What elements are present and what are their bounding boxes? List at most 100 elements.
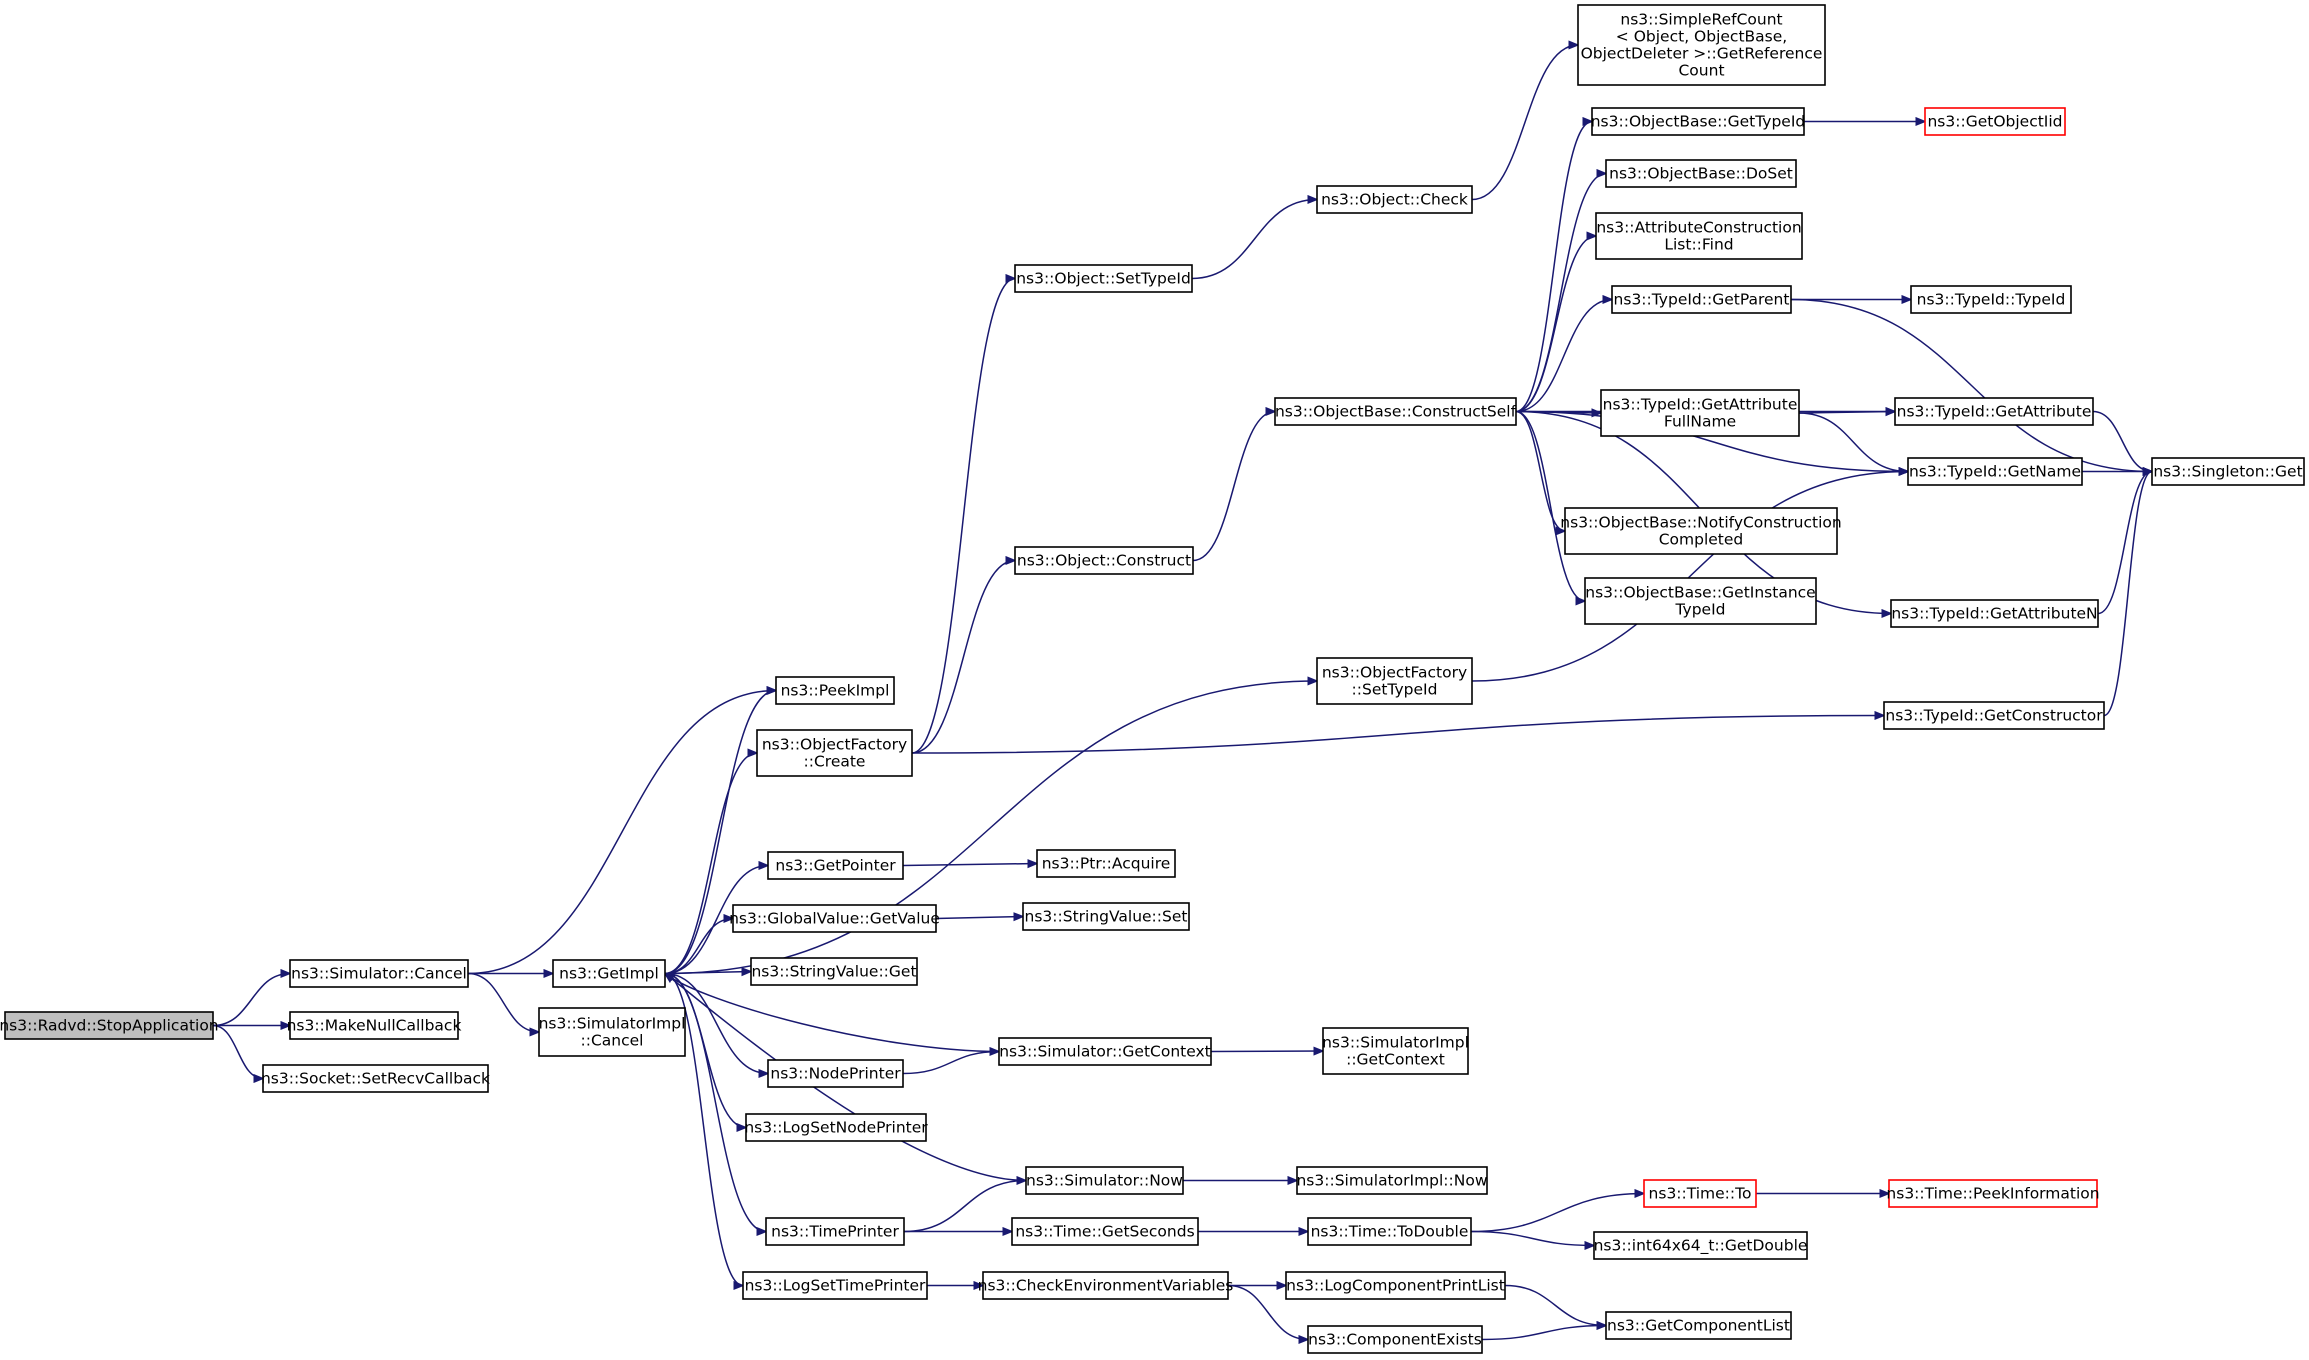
node-box[interactable] (775, 676, 895, 705)
graph-node[interactable]: ns3::GetImpl (552, 959, 666, 988)
graph-node[interactable]: ns3::TypeId::GetConstructor (1883, 701, 2105, 730)
node-box[interactable] (1910, 285, 2072, 314)
graph-node[interactable]: ns3::ObjectBase::DoSet (1605, 159, 1797, 188)
graph-node[interactable]: ns3::TypeId::GetParent (1611, 285, 1792, 314)
graph-node[interactable]: ns3::PeekImpl (775, 676, 895, 705)
node-box[interactable] (1584, 577, 1817, 625)
node-box[interactable] (767, 1059, 904, 1088)
graph-node[interactable]: ns3::GetComponentList (1605, 1311, 1792, 1340)
node-box[interactable] (1014, 264, 1193, 293)
node-box[interactable] (1595, 212, 1803, 260)
graph-node[interactable]: ns3::GlobalValue::GetValue (729, 904, 940, 933)
node-box[interactable] (1924, 107, 2066, 136)
graph-node[interactable]: ns3::ObjectFactory::SetTypeId (1316, 657, 1473, 705)
node-box[interactable] (1014, 546, 1194, 575)
graph-node[interactable]: ns3::Simulator::Now (1025, 1166, 1184, 1195)
graph-node[interactable]: ns3::Object::SetTypeId (1014, 264, 1193, 293)
graph-node[interactable]: ns3::CheckEnvironmentVariables (978, 1271, 1234, 1300)
node-box[interactable] (732, 904, 937, 933)
graph-node[interactable]: ns3::ObjectBase::NotifyConstructionCompl… (1560, 507, 1842, 555)
node-box[interactable] (745, 1113, 927, 1142)
graph-node[interactable]: ns3::Object::Check (1316, 185, 1473, 214)
graph-node[interactable]: ns3::Object::Construct (1014, 546, 1194, 575)
node-box[interactable] (1577, 4, 1826, 86)
graph-node[interactable]: ns3::Ptr::Acquire (1036, 849, 1176, 878)
node-box[interactable] (552, 959, 666, 988)
node-box[interactable] (1025, 1166, 1184, 1195)
node-box[interactable] (1890, 599, 2099, 628)
graph-node[interactable]: ns3::TypeId::TypeId (1910, 285, 2072, 314)
graph-node[interactable]: ns3::int64x64_t::GetDouble (1593, 1231, 1808, 1260)
graph-node[interactable]: ns3::Time::GetSeconds (1011, 1217, 1199, 1246)
graph-node[interactable]: ns3::Radvd::StopApplication (0, 1011, 219, 1040)
node-box[interactable] (2151, 457, 2305, 486)
node-box[interactable] (1907, 457, 2083, 486)
graph-node[interactable]: ns3::TypeId::GetAttributeN (1890, 599, 2099, 628)
graph-node[interactable]: ns3::Time::PeekInformation (1886, 1179, 2100, 1208)
graph-node[interactable]: ns3::SimpleRefCount< Object, ObjectBase,… (1577, 4, 1826, 86)
node-box[interactable] (765, 1217, 905, 1246)
graph-node[interactable]: ns3::SimulatorImpl::Now (1296, 1166, 1488, 1195)
node-box[interactable] (1011, 1217, 1199, 1246)
node-box[interactable] (1316, 185, 1473, 214)
node-box[interactable] (998, 1037, 1212, 1066)
graph-node[interactable]: ns3::LogComponentPrintList (1285, 1271, 1506, 1300)
graph-node[interactable]: ns3::NodePrinter (767, 1059, 904, 1088)
graph-node[interactable]: ns3::TimePrinter (765, 1217, 905, 1246)
node-box[interactable] (4, 1011, 214, 1040)
graph-node[interactable]: ns3::SimulatorImpl::Cancel (538, 1007, 686, 1057)
graph-node[interactable]: ns3::GetObjectIid (1924, 107, 2066, 136)
node-box[interactable] (1274, 397, 1517, 426)
node-box[interactable] (767, 851, 904, 880)
graph-node[interactable]: ns3::Time::To (1643, 1179, 1757, 1208)
graph-node[interactable]: ns3::MakeNullCallback (287, 1011, 462, 1040)
node-box[interactable] (1307, 1325, 1483, 1354)
node-box[interactable] (1605, 1311, 1792, 1340)
node-box[interactable] (1591, 107, 1805, 136)
node-box[interactable] (1307, 1217, 1472, 1246)
node-box[interactable] (289, 959, 469, 988)
node-box[interactable] (1036, 849, 1176, 878)
graph-node[interactable]: ns3::Singleton::Get (2151, 457, 2305, 486)
graph-node[interactable]: ns3::ComponentExists (1307, 1325, 1483, 1354)
node-box[interactable] (982, 1271, 1229, 1300)
node-box[interactable] (262, 1064, 489, 1093)
node-box[interactable] (1605, 159, 1797, 188)
node-box[interactable] (1894, 397, 2094, 426)
node-box[interactable] (756, 729, 913, 777)
node-box[interactable] (1564, 507, 1838, 555)
node-box[interactable] (1611, 285, 1792, 314)
node-box[interactable] (1022, 902, 1190, 931)
graph-node[interactable]: ns3::Time::ToDouble (1307, 1217, 1472, 1246)
node-box[interactable] (1593, 1231, 1808, 1260)
graph-node[interactable]: ns3::Simulator::GetContext (998, 1037, 1212, 1066)
graph-node[interactable]: ns3::Simulator::Cancel (289, 959, 469, 988)
node-box[interactable] (289, 1011, 459, 1040)
graph-node[interactable]: ns3::GetPointer (767, 851, 904, 880)
graph-node[interactable]: ns3::TypeId::GetName (1907, 457, 2083, 486)
node-box[interactable] (1285, 1271, 1506, 1300)
node-box[interactable] (538, 1007, 686, 1057)
node-box[interactable] (1600, 389, 1800, 437)
graph-node[interactable]: ns3::ObjectBase::GetTypeId (1591, 107, 1806, 136)
node-box[interactable] (1296, 1166, 1488, 1195)
node-box[interactable] (1883, 701, 2105, 730)
graph-node[interactable]: ns3::Socket::SetRecvCallback (261, 1064, 490, 1093)
node-box[interactable] (1643, 1179, 1757, 1208)
graph-node[interactable]: ns3::SimulatorImpl::GetContext (1322, 1027, 1469, 1075)
node-box[interactable] (1316, 657, 1473, 705)
node-box[interactable] (1322, 1027, 1469, 1075)
graph-node[interactable]: ns3::LogSetTimePrinter (742, 1271, 928, 1300)
graph-node[interactable]: ns3::StringValue::Get (750, 957, 918, 986)
graph-node[interactable]: ns3::ObjectBase::ConstructSelf (1274, 397, 1517, 426)
node-box[interactable] (1888, 1179, 2098, 1208)
node-box[interactable] (750, 957, 918, 986)
node-box[interactable] (742, 1271, 928, 1300)
graph-node[interactable]: ns3::LogSetNodePrinter (744, 1113, 928, 1142)
graph-node[interactable]: ns3::ObjectFactory::Create (756, 729, 913, 777)
graph-node[interactable]: ns3::StringValue::Set (1022, 902, 1190, 931)
graph-node[interactable]: ns3::TypeId::GetAttribute (1894, 397, 2094, 426)
